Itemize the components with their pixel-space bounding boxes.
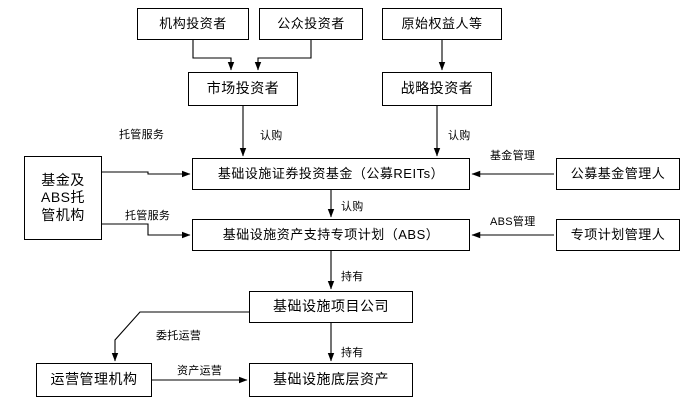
node-original-equity-holder[interactable]: 原始权益人等 bbox=[382, 8, 502, 40]
edge-custodian-to-reits bbox=[102, 170, 191, 178]
edge-label-hold-lower: 持有 bbox=[340, 344, 365, 360]
edge-label-subscribe-right: 认购 bbox=[447, 127, 472, 143]
node-public-investor[interactable]: 公众投资者 bbox=[259, 8, 363, 40]
edge-label-subscribe-left: 认购 bbox=[259, 127, 284, 143]
edge-label-custody-service-top: 托管服务 bbox=[118, 126, 166, 142]
node-strategic-investor[interactable]: 战略投资者 bbox=[382, 72, 492, 106]
node-underlying-asset[interactable]: 基础设施底层资产 bbox=[249, 363, 413, 397]
node-operation-manager[interactable]: 运营管理机构 bbox=[36, 363, 152, 397]
node-public-reits-fund[interactable]: 基础设施证券投资基金（公募REITs） bbox=[192, 158, 470, 190]
edge-public-to-market bbox=[254, 40, 312, 71]
edge-label-entrusted-operation: 委托运营 bbox=[155, 327, 203, 343]
node-project-company[interactable]: 基础设施项目公司 bbox=[249, 291, 413, 323]
edge-label-subscribe-middle: 认购 bbox=[340, 198, 365, 214]
edge-label-abs-management: ABS管理 bbox=[489, 213, 537, 229]
edge-label-asset-operation: 资产运营 bbox=[176, 362, 224, 378]
edge-institutional-to-market bbox=[192, 40, 235, 71]
edge-label-custody-service-bottom: 托管服务 bbox=[124, 207, 172, 223]
edge-label-hold-upper: 持有 bbox=[340, 268, 365, 284]
edge-custodian-to-abs bbox=[102, 223, 191, 239]
node-abs-plan-manager[interactable]: 专项计划管理人 bbox=[556, 219, 680, 251]
edge-project-to-operation bbox=[111, 311, 249, 362]
node-public-fund-manager[interactable]: 公募基金管理人 bbox=[556, 158, 680, 190]
node-abs-plan[interactable]: 基础设施资产支持专项计划（ABS） bbox=[192, 219, 470, 251]
edge-label-fund-management: 基金管理 bbox=[489, 147, 537, 163]
node-market-investor[interactable]: 市场投资者 bbox=[188, 72, 298, 106]
node-institutional-investor[interactable]: 机构投资者 bbox=[137, 8, 249, 40]
node-fund-abs-custodian[interactable]: 基金及 ABS托 管机构 bbox=[24, 156, 102, 240]
